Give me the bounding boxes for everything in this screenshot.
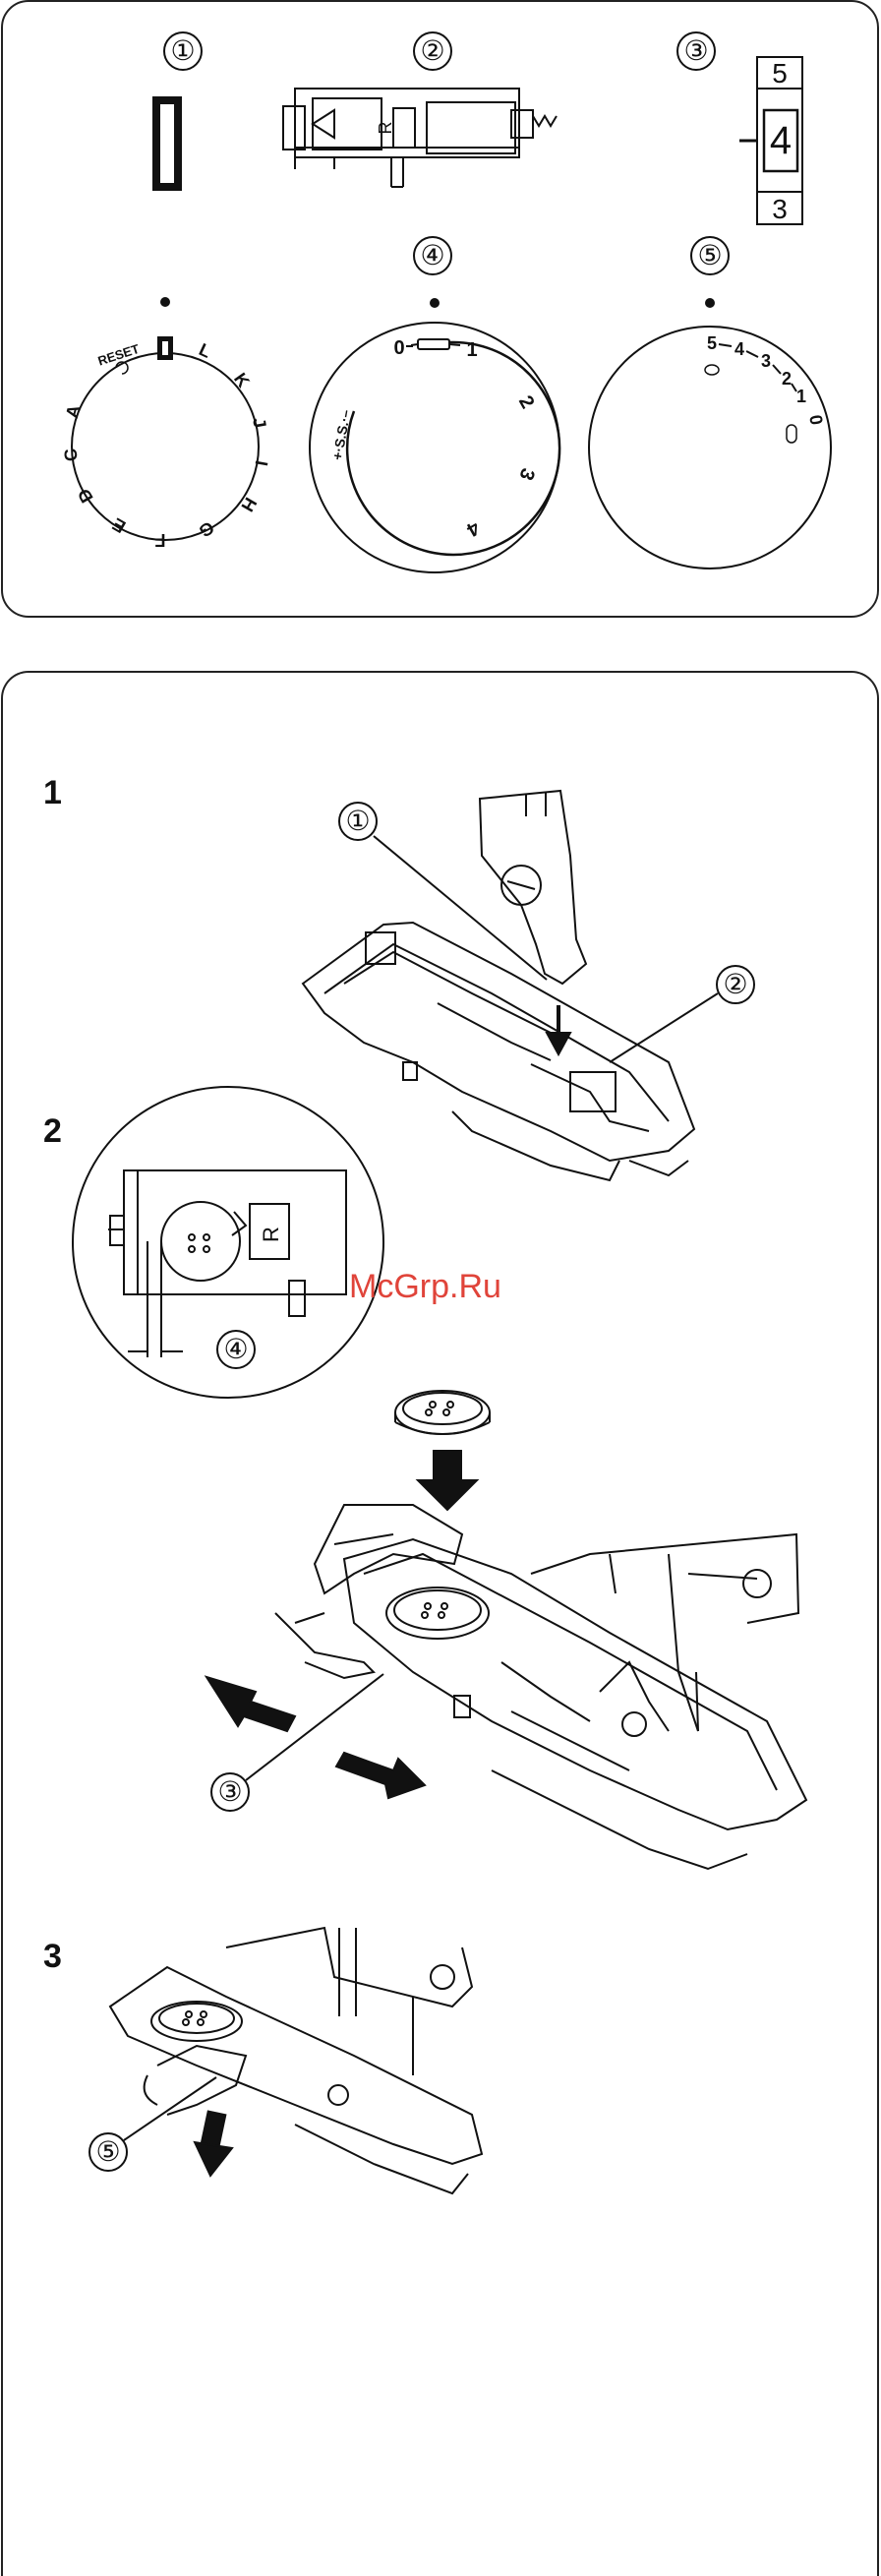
step-3-number: 3 [43,1938,62,1976]
svg-text:2: 2 [514,392,539,413]
svg-text:4: 4 [462,516,483,541]
dial-settings-illustration: ① ② ③ ④ ⑤ R 5 4 3 RESET L K J I H G F E … [0,0,881,629]
callout-1: ① [170,35,195,66]
svg-text:C: C [60,448,81,462]
callout-5: ⑤ [697,240,722,270]
svg-text:4: 4 [734,339,744,359]
svg-text:L: L [196,339,213,362]
svg-text:0: 0 [393,337,404,359]
svg-text:J: J [249,416,269,429]
svg-text:F: F [155,530,166,550]
svg-text:H: H [237,494,261,514]
pattern-letters: L K J I H G F E D C A [60,339,271,550]
step-2-number: 2 [43,1112,62,1151]
svg-text:2: 2 [782,369,792,389]
svg-text:3: 3 [761,351,771,371]
length-digit-5: 5 [772,58,788,89]
length-digit-4: 4 [770,119,792,162]
width-dial-labels: 0 1 2 3 4 [393,337,538,541]
callout-3: ③ [683,35,708,66]
svg-text:3: 3 [514,465,538,483]
step-1-number: 1 [43,774,62,812]
ss-label: +·S.S.·– [329,408,354,461]
callout-4: ④ [420,240,444,270]
svg-text:1: 1 [796,387,806,406]
svg-text:I: I [252,459,272,467]
svg-text:1: 1 [466,339,477,361]
reset-label: RESET [96,341,142,369]
foot-r-letter: R [376,122,395,135]
callout-2: ② [420,35,444,66]
svg-text:0: 0 [805,413,826,426]
svg-text:E: E [109,514,129,537]
svg-text:K: K [230,369,254,390]
watermark: McGrp.Ru [349,1268,501,1306]
svg-text:D: D [74,485,97,506]
buttonhole-foot-icon [283,89,557,187]
svg-text:G: G [196,517,217,541]
instruction-panel [1,671,879,2576]
length-dial-labels: 5 4 3 2 1 0 [707,333,827,427]
length-digit-3: 3 [772,194,788,224]
svg-text:5: 5 [707,333,717,353]
